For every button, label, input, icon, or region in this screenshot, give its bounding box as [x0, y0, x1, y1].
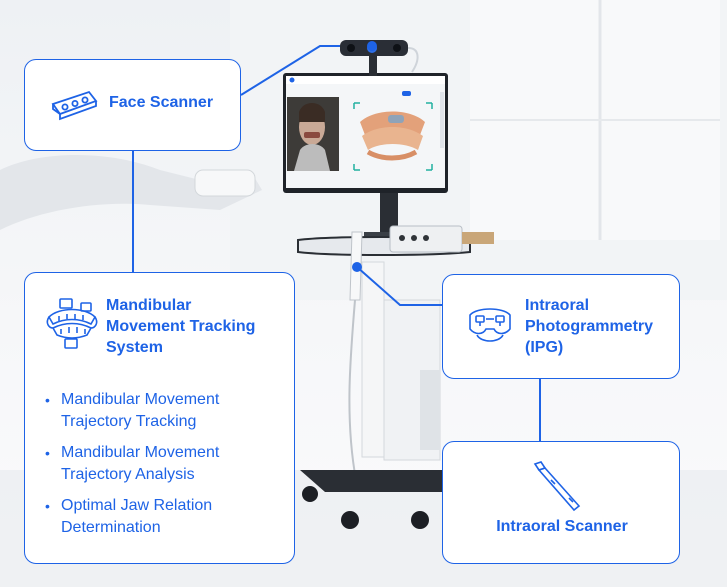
feature-line: Optimal Jaw Relation — [61, 497, 213, 514]
feature-line: Mandibular Movement — [61, 391, 220, 408]
mandibular-title-line-3: System — [106, 339, 163, 356]
feature-line: Mandibular Movement — [61, 444, 220, 461]
feature-line: Trajectory Tracking — [61, 413, 197, 430]
face-scanner-title: Face Scanner — [109, 94, 214, 111]
ipg-card: Intraoral Photogrammetry (IPG) — [442, 274, 680, 379]
face-scanner-icon — [51, 90, 98, 121]
ipg-icon — [469, 308, 511, 342]
feature-item: Mandibular Movement Trajectory Analysis — [45, 442, 281, 486]
mandibular-title-line-2: Movement Tracking — [106, 318, 256, 335]
feature-item: Mandibular Movement Trajectory Tracking — [45, 389, 281, 433]
mandibular-title: Mandibular Movement Tracking System — [106, 295, 286, 358]
mandibular-tracking-card: Mandibular Movement Tracking System Mand… — [24, 272, 295, 564]
mandibular-title-line-1: Mandibular — [106, 297, 192, 314]
ipg-title: Intraoral Photogrammetry (IPG) — [525, 295, 675, 358]
intraoral-scanner-title: Intraoral Scanner — [496, 518, 628, 535]
jaw-tracking-icon — [46, 298, 98, 349]
feature-line: Determination — [61, 519, 161, 536]
ipg-title-line-3: (IPG) — [525, 339, 564, 356]
ipg-title-line-1: Intraoral — [525, 297, 590, 314]
feature-item: Optimal Jaw Relation Determination — [45, 495, 281, 539]
mandibular-feature-list: Mandibular Movement Trajectory Tracking … — [45, 389, 281, 548]
feature-line: Trajectory Analysis — [61, 466, 195, 483]
intraoral-scanner-card: Intraoral Scanner — [442, 441, 680, 564]
intraoral-scanner-icon — [533, 461, 581, 512]
face-scanner-card: Face Scanner — [24, 59, 241, 151]
ipg-title-line-2: Photogrammetry — [525, 318, 654, 335]
